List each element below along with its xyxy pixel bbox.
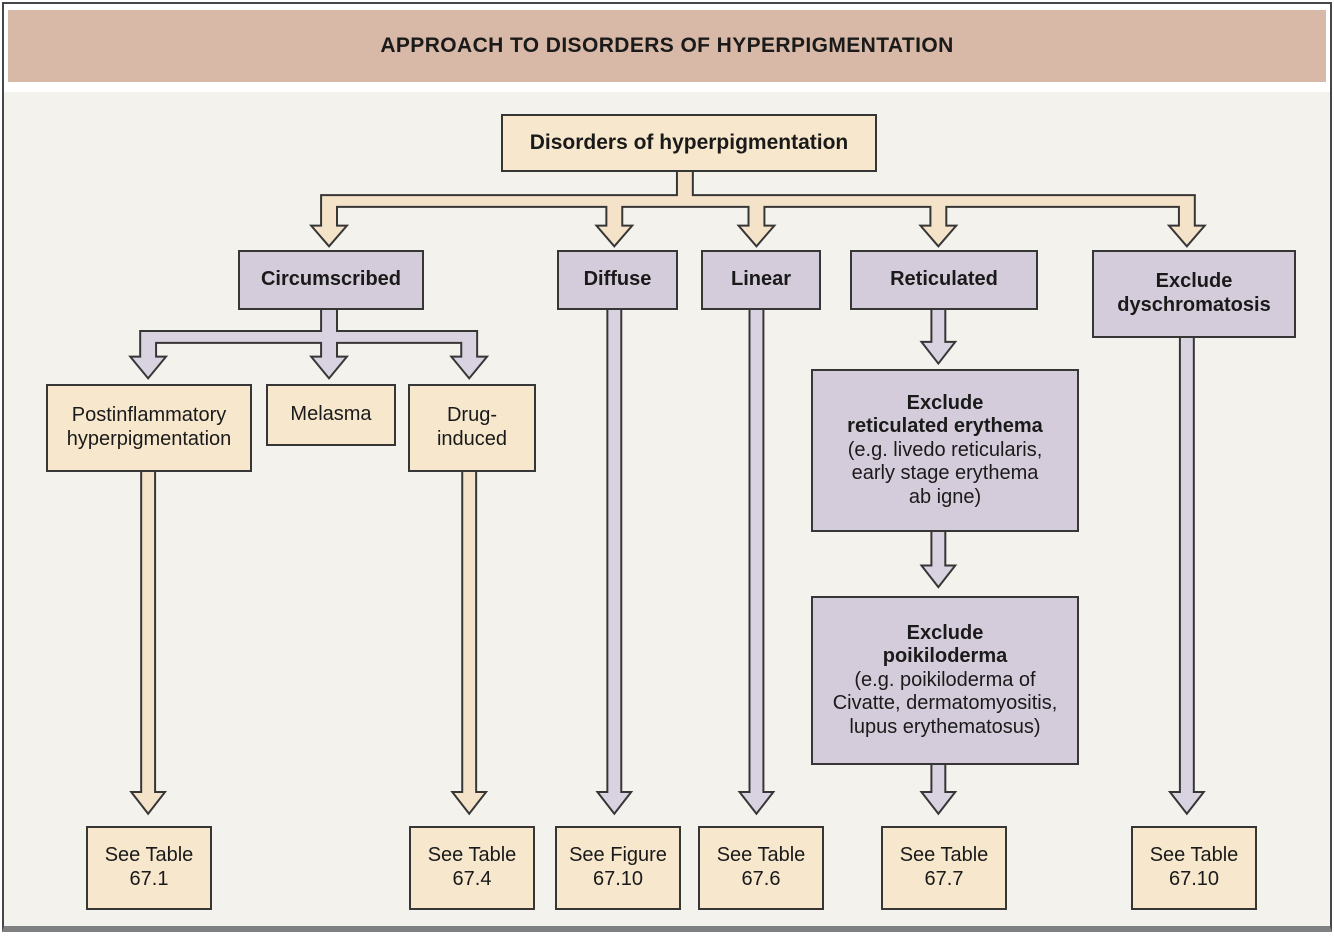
connector-circumscribed-to-children — [128, 300, 490, 380]
arrow-dyschromatosis-to-outcome — [1167, 328, 1206, 816]
node-label: Circumscribed — [260, 268, 402, 291]
outcome-label: See Table — [427, 844, 517, 867]
node-outcome-table-67-10: See Table 67.10 — [1131, 826, 1257, 910]
node-outcome-table-67-7: See Table 67.7 — [881, 826, 1007, 910]
outcome-ref: 67.10 — [592, 868, 644, 890]
node-linear: Linear — [701, 250, 821, 310]
arrow-drug-induced-to-outcome — [450, 458, 489, 816]
node-circumscribed: Circumscribed — [238, 250, 424, 310]
node-exclude-reticulated-erythema: Exclude reticulated erythema (e.g. lived… — [811, 369, 1079, 532]
node-exclude-dyschromatosis: Exclude dyschromatosis — [1092, 250, 1296, 338]
node-detail: (e.g. poikiloderma of Civatte, dermatomy… — [832, 668, 1058, 738]
node-label: Melasma — [290, 403, 372, 426]
node-label: Reticulated — [890, 268, 998, 291]
node-title: Exclude poikiloderma — [882, 621, 1008, 668]
title-bar: APPROACH TO DISORDERS OF HYPERPIGMENTATI… — [8, 10, 1326, 82]
outcome-ref: 67.10 — [1168, 868, 1220, 890]
outcome-label: See Table — [899, 844, 989, 867]
outcome-label: See Table — [716, 844, 806, 867]
outcome-label: See Table — [1149, 844, 1239, 867]
node-drug-induced: Drug- induced — [408, 384, 536, 472]
node-outcome-figure-67-10: See Figure 67.10 — [555, 826, 681, 910]
node-outcome-table-67-6: See Table 67.6 — [698, 826, 824, 910]
node-melasma: Melasma — [266, 384, 396, 446]
node-label: Postinflammatory hyperpigmentation — [66, 404, 232, 450]
outcome-ref: 67.1 — [129, 868, 169, 890]
connector-root-to-branches — [308, 164, 1207, 248]
node-postinflammatory-hyperpigmentation: Postinflammatory hyperpigmentation — [46, 384, 252, 472]
page-title: APPROACH TO DISORDERS OF HYPERPIGMENTATI… — [380, 34, 954, 57]
outcome-label: See Figure — [569, 844, 667, 867]
node-label: Drug- induced — [436, 404, 508, 450]
node-label: Linear — [730, 268, 792, 291]
node-outcome-table-67-1: See Table 67.1 — [86, 826, 212, 910]
node-reticulated: Reticulated — [850, 250, 1038, 310]
arrow-linear-to-outcome — [737, 300, 776, 816]
arrow-reticulated-to-erythema — [919, 300, 958, 366]
node-title: Exclude reticulated erythema — [847, 391, 1043, 438]
node-root: Disorders of hyperpigmentation — [501, 114, 877, 172]
node-detail: (e.g. livedo reticularis, early stage er… — [847, 438, 1043, 508]
outcome-label: See Table — [104, 844, 194, 867]
node-label: Exclude dyschromatosis — [1117, 270, 1271, 316]
arrow-diffuse-to-outcome — [595, 300, 634, 816]
node-label: Diffuse — [583, 268, 652, 291]
node-diffuse: Diffuse — [557, 250, 678, 310]
node-label: Disorders of hyperpigmentation — [529, 130, 849, 154]
connector-layer — [128, 164, 1207, 816]
arrow-postinflammatory-to-outcome — [129, 458, 168, 816]
outcome-ref: 67.6 — [741, 868, 781, 890]
outcome-ref: 67.7 — [924, 868, 964, 890]
node-exclude-poikiloderma: Exclude poikiloderma (e.g. poikiloderma … — [811, 596, 1079, 765]
node-outcome-table-67-4: See Table 67.4 — [409, 826, 535, 910]
flowchart-canvas — [4, 92, 1330, 926]
outcome-ref: 67.4 — [452, 868, 492, 890]
